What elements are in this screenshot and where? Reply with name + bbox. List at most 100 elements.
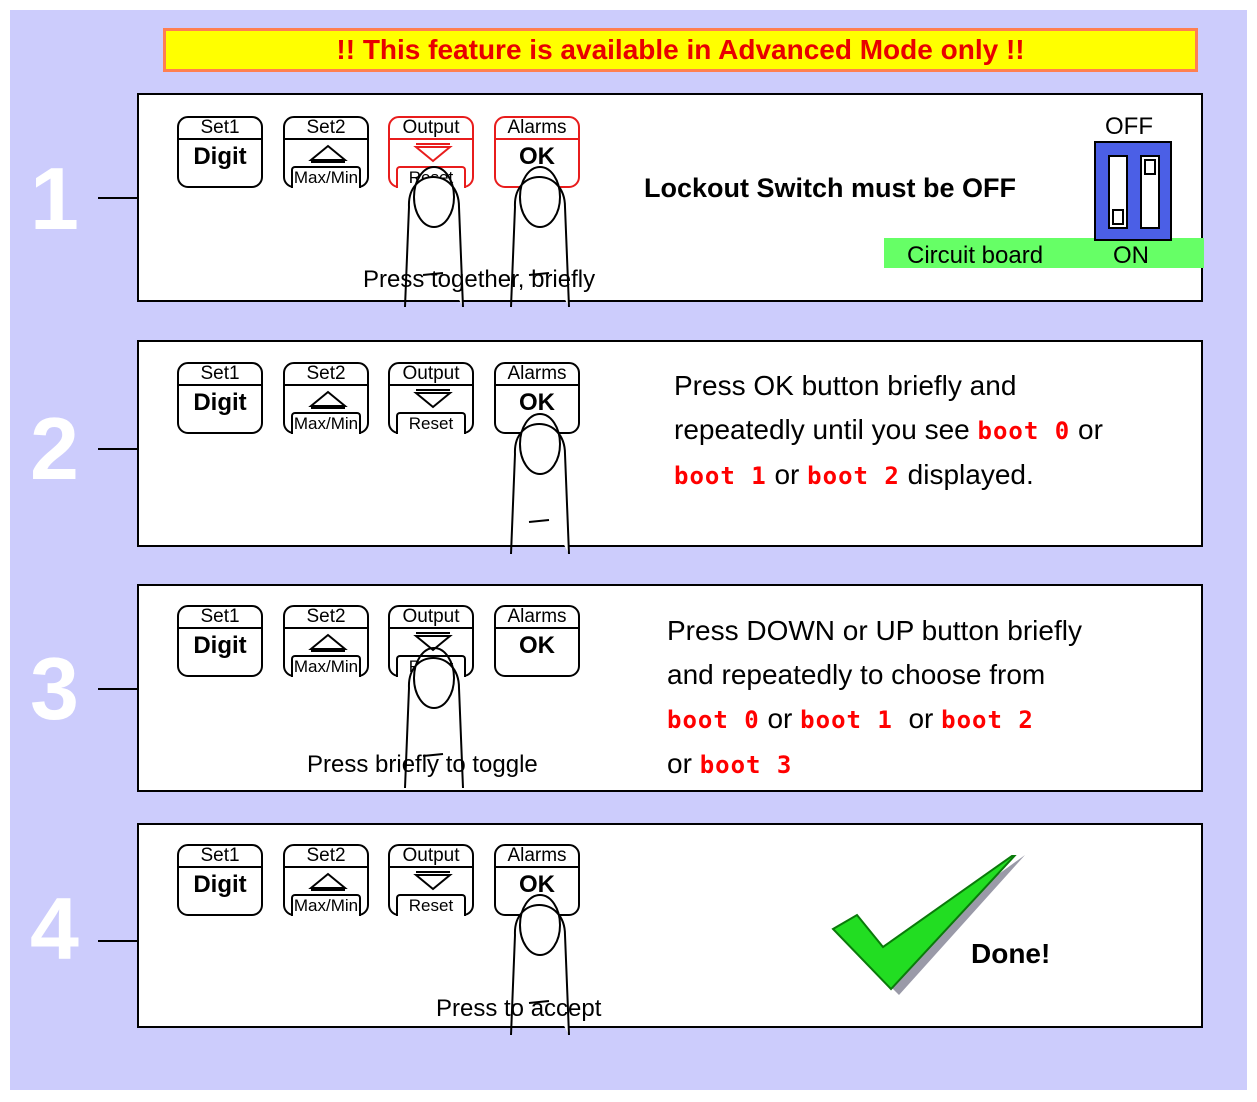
instruction-line: repeatedly until you see boot 0 or [674, 408, 1103, 453]
dip-switch-knob [1144, 159, 1156, 175]
advanced-mode-banner: !! This feature is available in Advanced… [163, 28, 1198, 72]
or-text: or [1078, 414, 1103, 445]
step-2-panel: Set1 Digit Set2 Max/Min Output Reset Ala… [137, 340, 1203, 555]
lockout-dip-switch[interactable] [1094, 141, 1172, 241]
display-boot1: boot 1 [674, 462, 767, 490]
dip-switch-lever [1108, 155, 1128, 229]
alarms-ok-key[interactable]: Alarms OK [494, 844, 580, 916]
set1-digit-key[interactable]: Set1 Digit [177, 116, 263, 188]
output-down-key[interactable]: Output Reset [388, 362, 474, 434]
done-label: Done! [971, 938, 1051, 969]
key-bottom-label: Reset [396, 412, 466, 434]
key-top-label: Set2 [285, 846, 367, 868]
key-main-label: OK [519, 632, 555, 659]
or-text: or [667, 748, 692, 779]
key-top-label: Set2 [285, 607, 367, 629]
key-top-label: Set1 [179, 118, 261, 140]
set2-up-key[interactable]: Set2 Max/Min [283, 605, 369, 677]
key-top-label: Set2 [285, 364, 367, 386]
key-bottom-label: Max/Min [291, 166, 361, 188]
key-bottom-label: Max/Min [291, 894, 361, 916]
key-bottom-label: Reset [396, 894, 466, 916]
step-3-instructions: Press DOWN or UP button briefly and repe… [667, 609, 1082, 787]
step-1-connector [98, 197, 137, 199]
down-triangle-icon [413, 871, 453, 891]
alarms-ok-key[interactable]: Alarms OK [494, 362, 580, 434]
key-top-label: Output [390, 607, 472, 629]
display-boot0: boot 0 [667, 706, 760, 734]
or-text: or [774, 459, 800, 490]
display-boot2: boot 2 [941, 706, 1034, 734]
step-4-number: 4 [30, 879, 79, 978]
key-bottom-label: Max/Min [291, 412, 361, 434]
set2-up-key[interactable]: Set2 Max/Min [283, 844, 369, 916]
up-triangle-icon [308, 633, 348, 652]
key-main-label: Digit [193, 143, 247, 170]
key-top-label: Set1 [179, 364, 261, 386]
down-triangle-icon [413, 389, 453, 409]
key-top-label: Alarms [496, 118, 578, 140]
or-text: or [767, 703, 793, 734]
down-triangle-icon [413, 143, 453, 163]
step-3-number: 3 [30, 639, 79, 738]
switch-on-label: ON [1113, 242, 1149, 269]
set1-digit-key[interactable]: Set1 Digit [177, 844, 263, 916]
instruction-line: Press DOWN or UP button briefly [667, 615, 1082, 646]
key-top-label: Alarms [496, 607, 578, 629]
step-3-panel: Set1 Digit Set2 Max/Min Output Reset Ala… [137, 584, 1203, 792]
dip-switch-knob [1112, 209, 1124, 225]
key-bottom-label: Reset [396, 655, 466, 677]
step-2-number: 2 [30, 399, 79, 498]
key-main-label: OK [519, 389, 555, 416]
step-1-caption: Press together, briefly [363, 266, 596, 293]
lockout-text: Lockout Switch must be OFF [644, 173, 1017, 203]
key-top-label: Alarms [496, 364, 578, 386]
instruction-line: Press OK button briefly and [674, 370, 1017, 401]
circuit-board [884, 238, 1204, 268]
key-top-label: Output [390, 364, 472, 386]
alarms-ok-key[interactable]: Alarms OK [494, 116, 580, 188]
output-down-key[interactable]: Output Reset [388, 605, 474, 677]
instruction-text: repeatedly until you see [674, 414, 970, 445]
instruction-line: and repeatedly to choose from [667, 659, 1046, 690]
output-down-key[interactable]: Output Reset [388, 116, 474, 188]
step-2-connector [98, 448, 137, 450]
up-triangle-icon [308, 390, 348, 409]
instruction-line: boot 0 or boot 1 or boot 2 [667, 697, 1082, 742]
instruction-text: displayed. [907, 459, 1034, 490]
circuit-board-label: Circuit board [907, 242, 1044, 269]
key-main-label: OK [519, 871, 555, 898]
set1-digit-key[interactable]: Set1 Digit [177, 362, 263, 434]
step-1-number: 1 [30, 149, 79, 248]
set2-up-key[interactable]: Set2 Max/Min [283, 116, 369, 188]
instruction-line: boot 1 or boot 2 displayed. [674, 453, 1103, 498]
key-top-label: Output [390, 846, 472, 868]
down-triangle-icon [413, 632, 453, 652]
step-3-connector [98, 688, 137, 690]
key-top-label: Set1 [179, 846, 261, 868]
key-main-label: Digit [193, 871, 247, 898]
key-bottom-label: Max/Min [291, 655, 361, 677]
alarms-ok-key[interactable]: Alarms OK [494, 605, 580, 677]
display-boot0: boot 0 [977, 417, 1071, 445]
display-boot1: boot 1 [800, 706, 893, 734]
key-top-label: Set2 [285, 118, 367, 140]
key-bottom-label: Reset [396, 166, 466, 188]
step-4-connector [98, 940, 137, 942]
step-1-panel: Set1 Digit Set2 Max/Min Output Reset Ala… [137, 93, 1204, 308]
up-triangle-icon [308, 144, 348, 163]
step-4-caption: Press to accept [436, 995, 602, 1022]
dip-switch-lever [1140, 155, 1160, 229]
set2-up-key[interactable]: Set2 Max/Min [283, 362, 369, 434]
checkmark-icon [831, 855, 1025, 995]
set1-digit-key[interactable]: Set1 Digit [177, 605, 263, 677]
output-down-key[interactable]: Output Reset [388, 844, 474, 916]
switch-off-label: OFF [1105, 113, 1153, 140]
step-3-caption: Press briefly to toggle [307, 751, 538, 778]
step-2-instructions: Press OK button briefly and repeatedly u… [674, 364, 1103, 498]
display-boot2: boot 2 [807, 462, 900, 490]
key-main-label: Digit [193, 389, 247, 416]
or-text: or [908, 703, 934, 734]
key-top-label: Set1 [179, 607, 261, 629]
key-main-label: Digit [193, 632, 247, 659]
